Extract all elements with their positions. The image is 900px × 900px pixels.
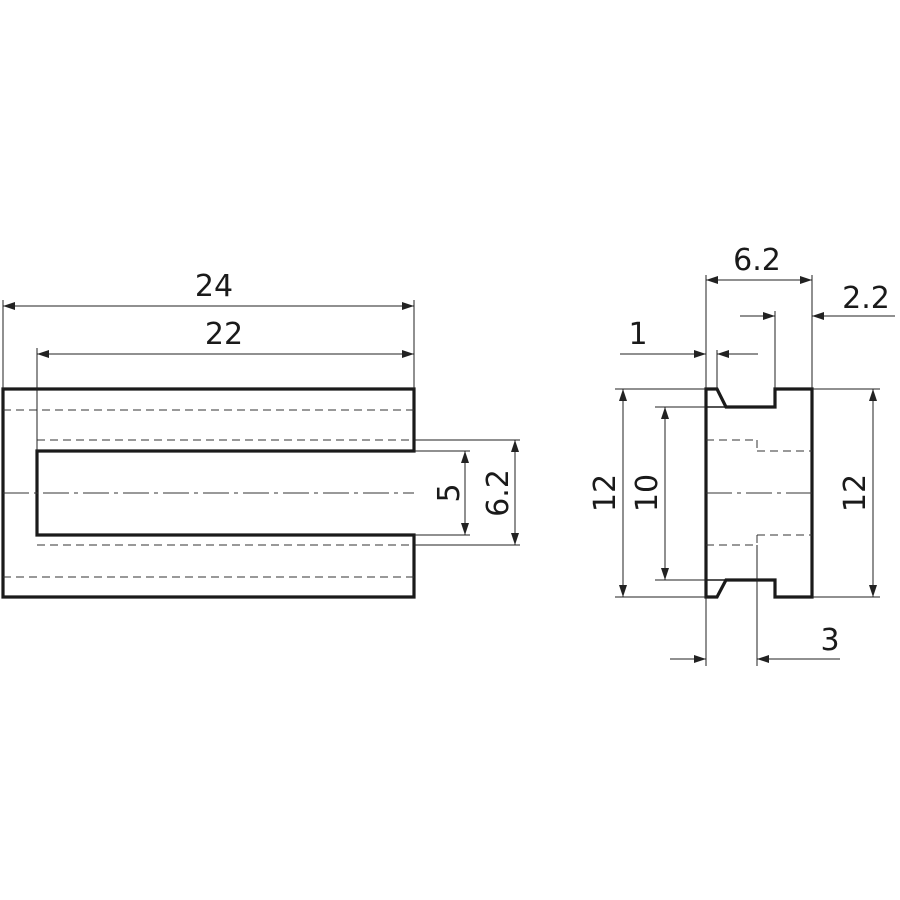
dim-label-3: 3 bbox=[820, 623, 839, 658]
dim-label-1: 1 bbox=[628, 317, 647, 352]
dim-label-10: 10 bbox=[630, 474, 665, 512]
dim-label-12-right: 12 bbox=[838, 474, 873, 512]
dim-label-6-2-front: 6.2 bbox=[481, 469, 516, 517]
dim-label-12-left: 12 bbox=[588, 474, 623, 512]
dim-label-6-2-side: 6.2 bbox=[733, 243, 781, 278]
dim-label-2-2: 2.2 bbox=[842, 281, 890, 316]
dim-label-5: 5 bbox=[432, 483, 467, 502]
side-view: 6.2 2.2 1 12 10 12 3 bbox=[588, 243, 895, 666]
dim-label-22: 22 bbox=[205, 317, 243, 352]
front-view: 24 22 5 6.2 bbox=[1, 269, 520, 599]
dim-label-24: 24 bbox=[195, 269, 233, 304]
